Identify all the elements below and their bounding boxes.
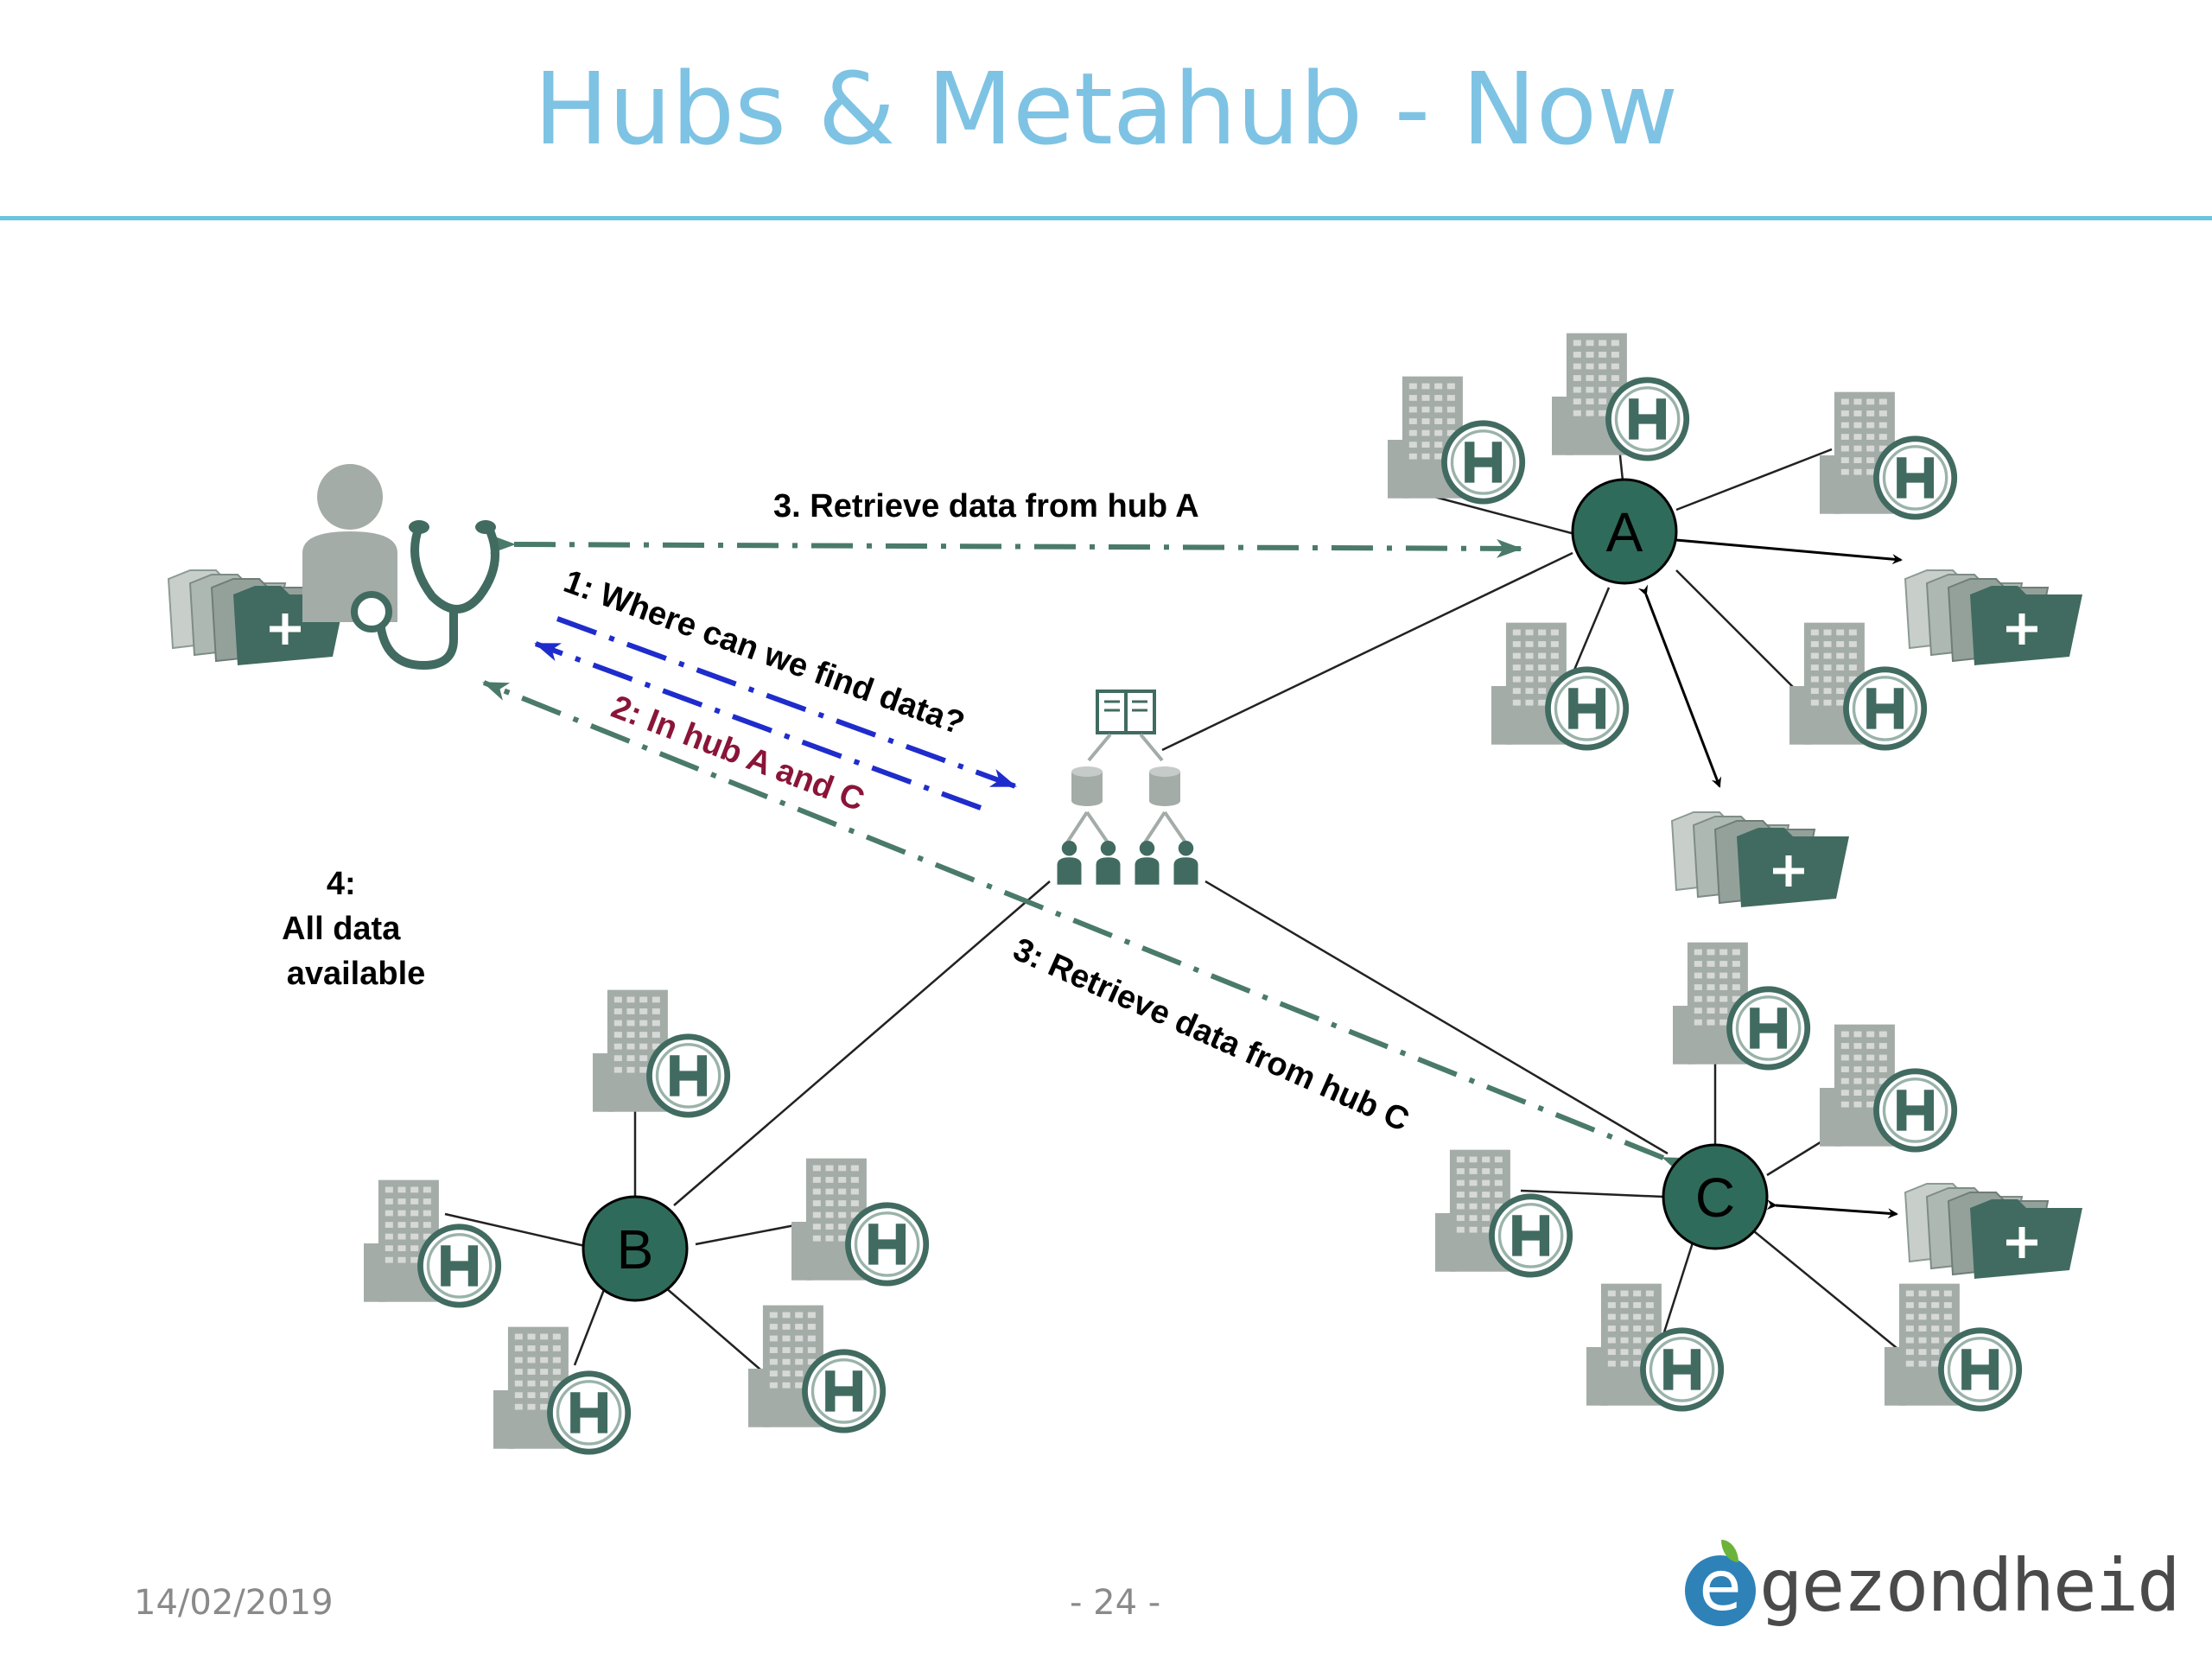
hospital-icon: [748, 1306, 883, 1430]
egezondheid-logo: e gezondheid: [1685, 1540, 2181, 1642]
step4-line-2: All data: [282, 911, 401, 947]
hub-b: B: [582, 1195, 689, 1302]
hospital-icon: [593, 990, 728, 1115]
doctor-icon: [168, 464, 499, 671]
step4-label: 4: All data available: [282, 866, 425, 992]
hospital-icon: [364, 1180, 499, 1305]
hub-c-label: C: [1695, 1166, 1735, 1229]
hospital-icon: [1586, 1284, 1721, 1408]
hub-a-label: A: [1606, 501, 1643, 563]
hospital-icon: [1820, 392, 1955, 517]
flow-arrows: [482, 534, 1690, 1176]
hub-c: C: [1662, 1143, 1769, 1250]
footer-date: 14/02/2019: [134, 1583, 334, 1623]
hospital-icon: [1885, 1284, 2019, 1408]
hospital-icon: [1552, 334, 1687, 458]
arrow-retrieve-hub-a: [489, 534, 1522, 558]
hub-c-folders-icon: [1905, 1184, 2082, 1279]
arrow-retrieve-hub-c: [482, 680, 1690, 1176]
hospital-icon: [1789, 623, 1924, 747]
logo-e-icon: e: [1685, 1552, 1756, 1626]
hub-b-label: B: [617, 1218, 654, 1281]
hospital-icon: [1435, 1150, 1570, 1274]
page-title: Hubs & Metahub - Now: [533, 52, 1679, 168]
metahub-icon: [1057, 690, 1198, 885]
hub-a: A: [1571, 478, 1678, 585]
logo-text: gezondheid: [1759, 1543, 2181, 1628]
footer-page-number: - 24 -: [1070, 1583, 1161, 1623]
hospital-icon: [1673, 943, 1808, 1067]
step4-line-3: available: [287, 956, 426, 992]
hub-a-lower-folders-icon: [1672, 812, 1849, 907]
step3a-label: 3. Retrieve data from hub A: [773, 488, 1199, 524]
hub-a-folders-icon: [1905, 570, 2082, 665]
hospital-icon: [791, 1159, 926, 1283]
step4-line-1: 4:: [327, 866, 356, 902]
hospital-icon: [1388, 377, 1522, 501]
title-divider: [0, 216, 2212, 220]
hospital-icon: [1491, 623, 1626, 747]
hospital-icon: [493, 1327, 628, 1452]
hospital-icon: [1820, 1025, 1955, 1149]
